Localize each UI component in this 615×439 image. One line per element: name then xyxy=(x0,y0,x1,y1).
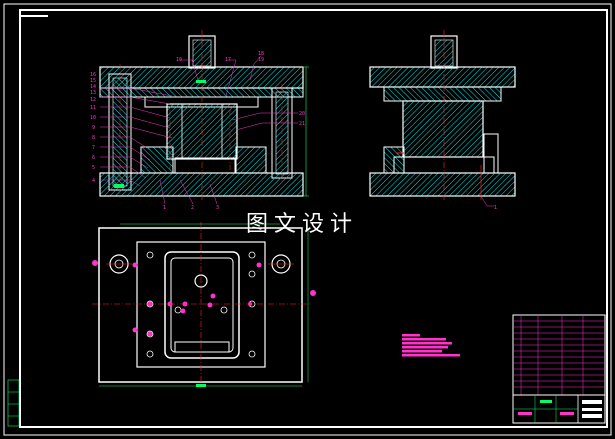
callout-10: 10 xyxy=(176,57,182,63)
side-section-view: 1 xyxy=(369,30,516,211)
callout-6: 6 xyxy=(92,155,95,161)
callout-7: 7 xyxy=(92,145,95,151)
front-callout-numbers: 10 17 18 19 20 21 1 2 3 4 5 6 7 8 9 10 1… xyxy=(90,51,305,211)
callout-21: 21 xyxy=(299,121,305,127)
side-callout-1: 1 xyxy=(494,205,497,211)
front-section-view xyxy=(99,30,309,200)
callout-17: 17 xyxy=(225,57,231,63)
callout-8: 8 xyxy=(92,135,95,141)
callout-9: 9 xyxy=(92,125,95,131)
callout-4: 4 xyxy=(92,178,95,184)
watermark-text: 图文设计 xyxy=(246,212,359,237)
callout-11: 11 xyxy=(90,105,96,111)
plan-view xyxy=(92,222,316,388)
callout-20: 20 xyxy=(299,111,305,117)
callout-18: 18 xyxy=(258,51,264,57)
drawing-frame xyxy=(3,3,612,436)
title-block xyxy=(512,314,606,424)
front-callout-leaders xyxy=(100,55,298,205)
callout-3: 3 xyxy=(216,205,219,211)
callout-12: 12 xyxy=(90,97,96,103)
callout-5: 5 xyxy=(92,165,95,171)
callout-2: 2 xyxy=(191,205,194,211)
technical-notes xyxy=(402,334,460,357)
callout-14: 14 xyxy=(90,84,96,90)
callout-13: 13 xyxy=(90,90,96,96)
callout-1: 1 xyxy=(163,205,166,211)
callout-10b: 10 xyxy=(90,115,96,121)
margin-strip xyxy=(7,379,20,427)
callout-15: 15 xyxy=(90,78,96,84)
callout-19: 19 xyxy=(258,57,264,63)
callout-16: 16 xyxy=(90,72,96,78)
